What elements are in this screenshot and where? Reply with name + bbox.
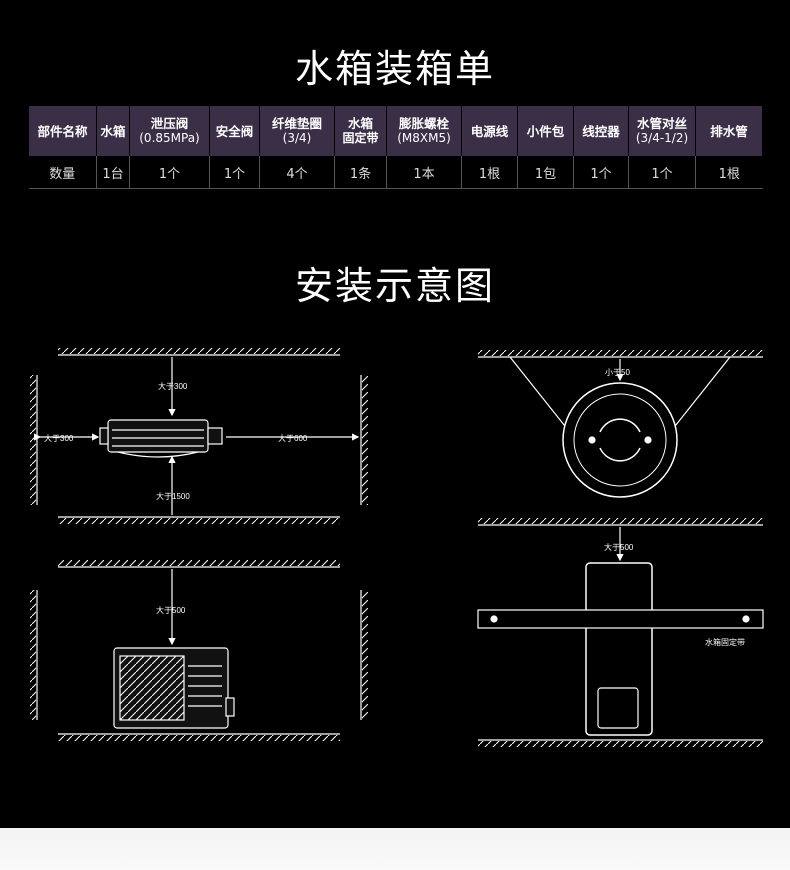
- label-tank-strap: 水箱固定带: [705, 637, 745, 647]
- qty-cell: 1根: [695, 156, 763, 189]
- label-tank-top-clearance: 大于500: [604, 542, 634, 552]
- qty-cell: 1根: [461, 156, 518, 189]
- header-item: 纤维垫圈(3/4): [259, 106, 335, 156]
- qty-cell: 1个: [209, 156, 260, 189]
- label-bottom-clearance: 大于1500: [156, 491, 190, 501]
- header-item: 线控器: [573, 106, 629, 156]
- header-item: 水箱: [96, 106, 130, 156]
- label-left-clearance: 大于300: [44, 433, 74, 443]
- installation-diagram: 大于300 大于300 大于600 大于1500 大于500 小于50 大于50…: [30, 348, 764, 747]
- qty-cell: 1台: [96, 156, 130, 189]
- header-item: 安全阀: [209, 106, 260, 156]
- header-item: 水箱固定带: [334, 106, 387, 156]
- indoor-unit-icon: [99, 419, 223, 458]
- indoor-unit-diagram: [30, 348, 368, 524]
- label-ceiling-gap: 小于50: [605, 368, 630, 377]
- header-item: 膨胀螺栓(M8XM5): [386, 106, 462, 156]
- outdoor-unit-diagram: [30, 560, 368, 741]
- header-item: 泄压阀(0.85MPa): [129, 106, 210, 156]
- qty-cell: 1个: [628, 156, 696, 189]
- table-row: 数量 1台 1个 1个 4个 1条 1本 1根 1包 1个 1个 1根: [28, 156, 763, 189]
- table-header-row: 部件名称 水箱 泄压阀(0.85MPa) 安全阀 纤维垫圈(3/4) 水箱固定带…: [28, 106, 763, 156]
- bottom-band: [0, 828, 790, 870]
- header-item: 电源线: [461, 106, 518, 156]
- header-item: 水管对丝(3/4-1/2): [628, 106, 696, 156]
- tank-side-view-diagram: [477, 527, 764, 747]
- header-item: 排水管: [695, 106, 763, 156]
- outdoor-unit-icon: [113, 647, 235, 729]
- qty-cell: 1本: [386, 156, 462, 189]
- qty-cell: 1条: [334, 156, 387, 189]
- install-diagram-title: 安装示意图: [294, 264, 495, 308]
- packing-list-title: 水箱装箱单: [294, 47, 495, 91]
- qty-cell: 4个: [259, 156, 335, 189]
- header-item: 小件包: [517, 106, 574, 156]
- packing-list-table: 部件名称 水箱 泄压阀(0.85MPa) 安全阀 纤维垫圈(3/4) 水箱固定带…: [28, 106, 763, 189]
- qty-cell: 1个: [129, 156, 210, 189]
- label-right-clearance: 大于600: [278, 433, 308, 443]
- qty-cell: 1包: [517, 156, 574, 189]
- row-label-quantity: 数量: [28, 156, 97, 189]
- header-part-name: 部件名称: [28, 106, 97, 156]
- qty-cell: 1个: [573, 156, 629, 189]
- label-outdoor-top-clearance: 大于500: [156, 605, 186, 615]
- label-top-clearance: 大于300: [158, 381, 188, 391]
- tank-top-view-diagram: [478, 350, 763, 526]
